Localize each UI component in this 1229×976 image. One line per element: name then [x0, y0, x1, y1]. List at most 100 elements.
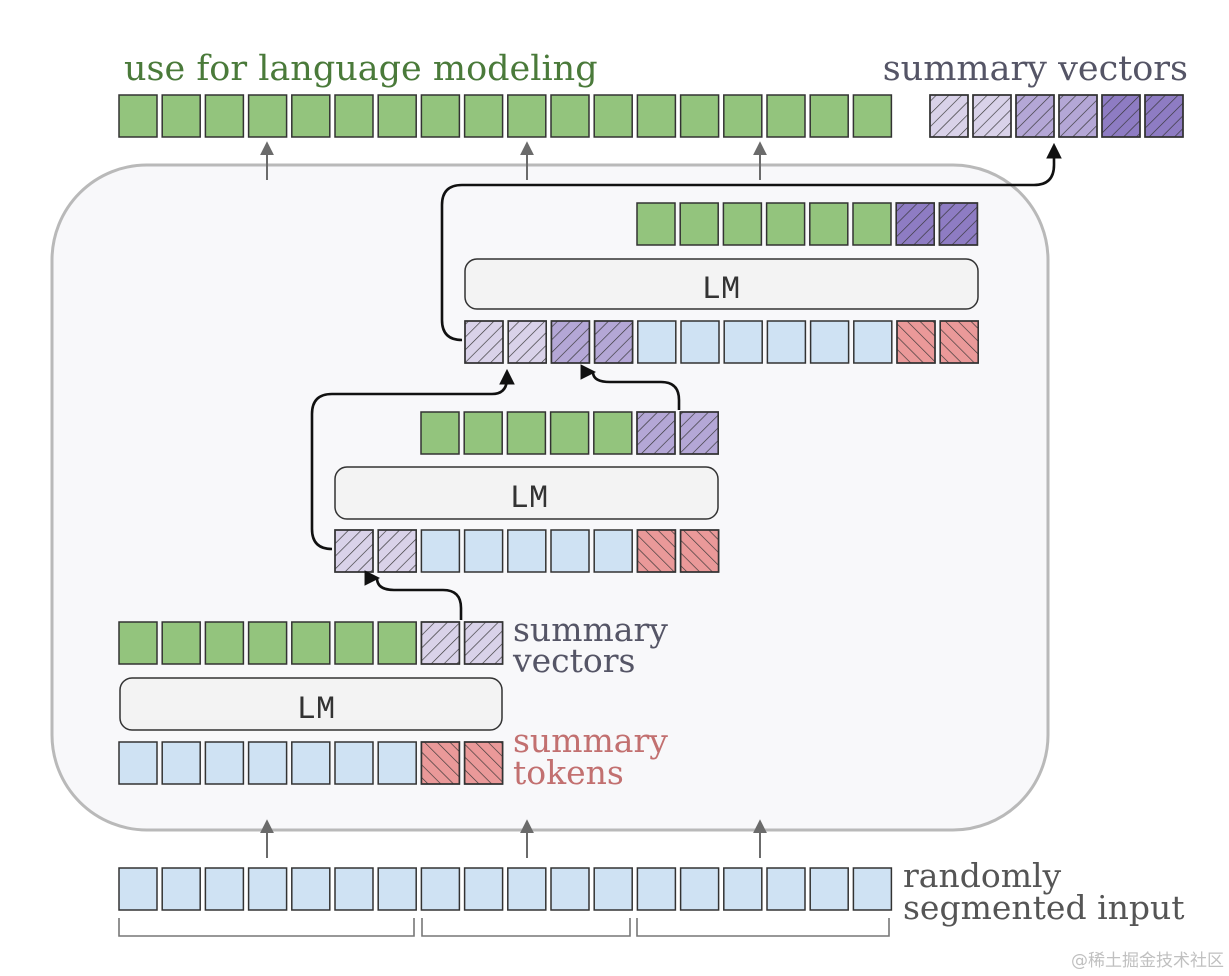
lm-box-1: LM	[119, 677, 503, 731]
seg3-input-cell	[853, 320, 893, 364]
output-summary-cell	[1144, 94, 1184, 138]
seg3-input-cell	[809, 320, 850, 364]
output-green-cell	[636, 94, 677, 138]
raw-input-cell	[766, 867, 806, 911]
lm-label-1: LM	[297, 691, 335, 728]
seg2-input-cell	[420, 529, 461, 573]
output-green-cell	[550, 94, 590, 138]
seg3-input-cell	[766, 320, 807, 364]
output-green-cell	[507, 94, 547, 138]
label-top-summary-vectors: summary vectors	[883, 49, 1188, 89]
output-green-cell	[204, 94, 245, 138]
label-summary-tokens-1: summary	[513, 721, 668, 760]
lm-box-3: LM	[464, 258, 979, 310]
seg2-input-cell	[550, 529, 590, 573]
output-green-cell	[723, 94, 763, 138]
seg2-input-cell	[593, 529, 633, 573]
seg1-input-cell	[291, 741, 331, 785]
output-summary-cell	[1101, 94, 1141, 138]
output-green-cell	[852, 94, 893, 138]
seg3-output-cell	[722, 202, 763, 246]
seg1-output-cell	[463, 621, 504, 665]
raw-input-cell	[723, 867, 763, 911]
seg2-output-cell	[463, 411, 503, 455]
seg2-output-cell	[636, 411, 676, 455]
raw-input-cell	[852, 867, 893, 911]
raw-input-cell	[334, 867, 374, 911]
seg3-input-cell	[464, 320, 504, 364]
seg3-input-cell	[723, 320, 763, 364]
seg3-input-cell	[896, 320, 936, 364]
label-language-modeling: use for language modeling	[124, 49, 598, 89]
label-summary-vectors-1: summary	[513, 610, 668, 649]
raw-input-cell	[161, 867, 201, 911]
seg1-output-cell	[291, 621, 331, 665]
raw-input-cell	[550, 867, 590, 911]
seg3-output-cell	[679, 202, 719, 246]
raw-input-cell	[809, 867, 849, 911]
lm-label-2: LM	[510, 480, 548, 517]
label-randomly: randomly	[903, 856, 1062, 895]
seg1-input-cell	[204, 741, 245, 785]
seg1-output-cell	[377, 621, 417, 665]
seg3-input-cell	[593, 320, 634, 364]
label-segmented-input: segmented input	[903, 888, 1185, 927]
seg1-input-cell	[161, 741, 201, 785]
output-green-cell	[463, 94, 504, 138]
lm-box-2: LM	[334, 466, 719, 520]
seg1-output-cell	[334, 621, 374, 665]
seg3-output-cell	[765, 202, 806, 246]
output-green-cell	[161, 94, 201, 138]
raw-input-cell	[507, 867, 547, 911]
seg2-input-cell	[507, 529, 547, 573]
seg2-input-cell	[377, 529, 417, 573]
label-summary-tokens-2: tokens	[513, 753, 624, 792]
seg1-input-cell	[118, 741, 158, 785]
seg3-output-cell	[852, 202, 892, 246]
output-green-cell	[809, 94, 849, 138]
output-green-cell	[766, 94, 806, 138]
lm-label-3: LM	[702, 271, 740, 308]
seg3-output-cell	[809, 202, 849, 246]
raw-input-cell	[247, 867, 288, 911]
segment-bracket-1	[118, 918, 415, 937]
raw-input-cell	[679, 867, 720, 911]
summary-flow-arrows	[310, 142, 1062, 620]
output-green-cell	[377, 94, 417, 138]
input-arrows	[260, 819, 767, 858]
raw-input-cell	[204, 867, 245, 911]
output-green-cell	[291, 94, 331, 138]
seg2-output-cell	[549, 411, 590, 455]
seg1-output-cell	[420, 621, 461, 665]
seg1-output-cell	[247, 621, 288, 665]
raw-input-cell	[118, 867, 158, 911]
seg1-input-cell	[334, 741, 374, 785]
seg3-input-cell	[680, 320, 720, 364]
seg3-input-cell	[550, 320, 591, 364]
seg2-output-cell	[506, 411, 547, 455]
label-summary-vectors-2: vectors	[512, 641, 636, 680]
raw-input-cell	[420, 867, 461, 911]
seg1-output-cell	[204, 621, 245, 665]
seg3-input-cell	[637, 320, 677, 364]
flow-arrow-seg2-b-to-seg3	[585, 368, 681, 410]
seg2-input-cell	[463, 529, 504, 573]
output-arrows	[260, 141, 767, 180]
output-green-cell	[334, 94, 374, 138]
output-green-cell	[420, 94, 461, 138]
seg2-input-cell	[679, 529, 720, 573]
seg1-input-cell	[463, 741, 504, 785]
output-green-cell	[593, 94, 633, 138]
output-summary-cell	[1015, 94, 1055, 138]
segment-bracket-2	[421, 918, 631, 937]
seg3-output-cell	[636, 202, 676, 246]
seg3-output-cell	[895, 202, 935, 246]
seg1-output-cell	[118, 621, 158, 665]
watermark-text: @稀土掘金技术社区	[1071, 951, 1224, 971]
seg2-input-cell	[334, 529, 374, 573]
flow-arrow-seg2-a-to-seg3	[310, 368, 515, 551]
flow-arrow-seg3-to-output	[440, 142, 1062, 342]
output-green-cell	[679, 94, 720, 138]
seg2-output-cell	[420, 411, 460, 455]
